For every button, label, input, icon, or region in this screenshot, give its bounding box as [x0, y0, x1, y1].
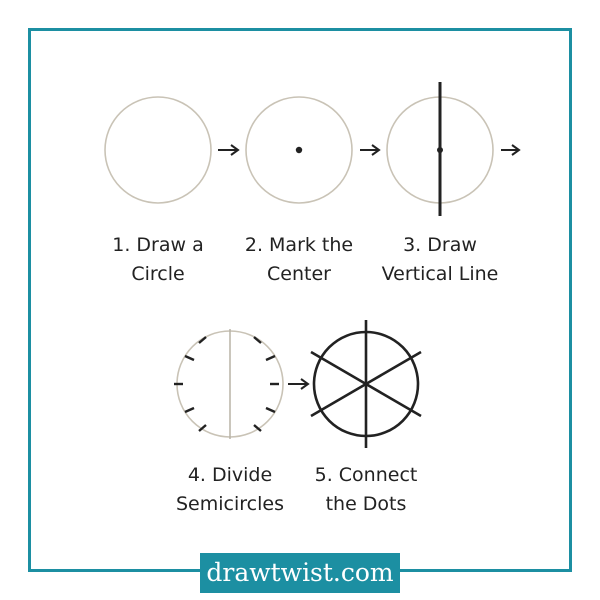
arrow-right-icon [501, 144, 521, 156]
step-4-caption: 4. Divide Semicircles [165, 461, 295, 519]
step-2-subtitle: Center [267, 263, 331, 285]
step-2-circle-with-center [245, 96, 353, 204]
step-2-title: 2. Mark the [244, 234, 354, 256]
step-5-subtitle: the Dots [325, 493, 407, 515]
step-1-subtitle: Circle [131, 263, 185, 285]
step-3-circle-vertical-line [386, 82, 494, 216]
step-4-divided-semicircles [174, 329, 284, 439]
step-3-title: 3. Draw [403, 234, 477, 256]
step-1-caption: 1. Draw a Circle [93, 231, 223, 289]
step-3-subtitle: Vertical Line [381, 263, 499, 285]
step-5-caption: 5. Connect the Dots [306, 461, 426, 519]
step-5-connected-dots [310, 320, 422, 448]
arrow-right-icon [360, 144, 381, 156]
step-4-title: 4. Divide [187, 464, 273, 486]
step-5-title: 5. Connect [314, 464, 418, 486]
step-3-caption: 3. Draw Vertical Line [365, 231, 515, 289]
step-2-caption: 2. Mark the Center [229, 231, 369, 289]
step-1-title: 1. Draw a [112, 234, 204, 256]
arrow-right-icon [288, 378, 310, 390]
step-4-subtitle: Semicircles [176, 493, 284, 515]
step-1-circle-sketch [104, 96, 212, 204]
arrow-right-icon [218, 144, 240, 156]
brand-badge[interactable]: drawtwist.com [200, 553, 400, 593]
brand-label[interactable]: drawtwist.com [206, 558, 394, 587]
